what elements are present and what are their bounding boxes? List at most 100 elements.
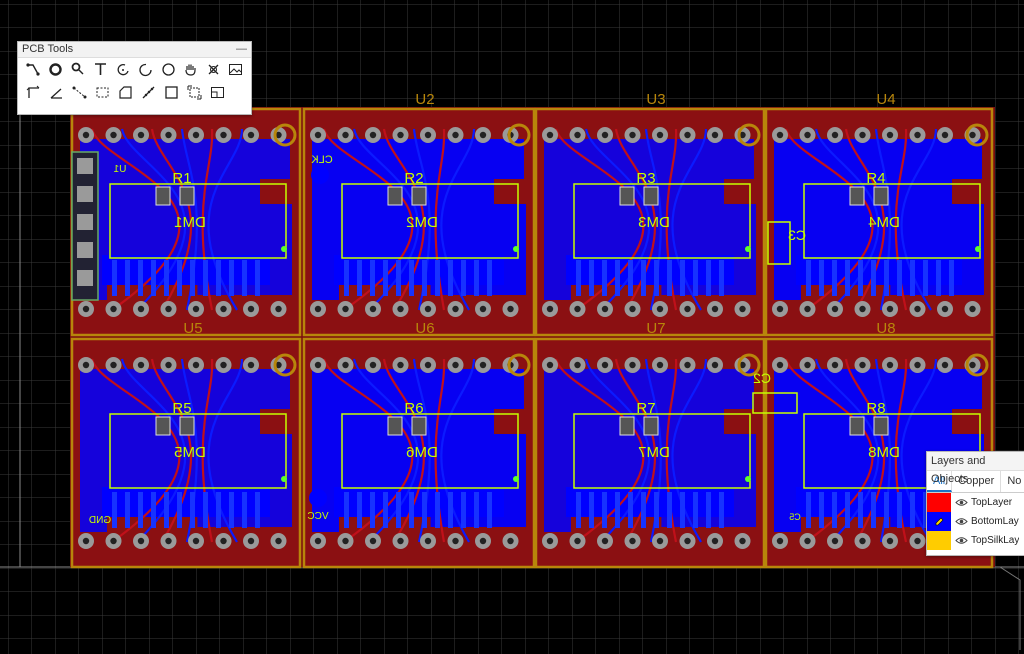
- rect-select-tool-button[interactable]: [91, 82, 114, 103]
- silk-outline: [573, 413, 751, 489]
- resistor-label: R5: [172, 400, 191, 417]
- silk-outline: [341, 413, 519, 489]
- layer-row-bottomlay[interactable]: BottomLay: [927, 512, 1024, 531]
- image-icon: [229, 64, 243, 75]
- silk-label: CLK: [311, 154, 333, 166]
- measure-icon: [142, 86, 155, 99]
- polygon-icon: [119, 86, 132, 99]
- silk-outline: [109, 413, 287, 489]
- layout-icon: [211, 87, 224, 98]
- measure-tool-button[interactable]: [137, 82, 160, 103]
- module-label: DM2: [406, 214, 438, 231]
- pcb-board: R1DM1R2DM2R3DM3R4DM4R5DM5R6DM6R7DM7R8DM8…: [70, 91, 995, 569]
- eye-icon[interactable]: [951, 536, 971, 545]
- module-label: DM3: [638, 214, 670, 231]
- dimension-tool-button[interactable]: [22, 82, 45, 103]
- layer-name: TopLayer: [971, 497, 1013, 508]
- module-label: DM8: [868, 444, 900, 461]
- module-label: DM1: [174, 214, 206, 231]
- module-label: DM6: [406, 444, 438, 461]
- module-outline: [302, 337, 536, 569]
- silk-label: C3: [788, 227, 806, 243]
- crosshair-icon: [208, 64, 219, 75]
- layer-color-swatch[interactable]: [927, 493, 951, 512]
- layer-row-topsilklay[interactable]: TopSilkLay: [927, 531, 1024, 550]
- pad-tool-tool-button[interactable]: [45, 59, 68, 80]
- unit-label: U5: [183, 320, 202, 337]
- rectangle-icon: [165, 86, 178, 99]
- module-outline: [764, 107, 994, 337]
- dimension-icon: [26, 85, 40, 98]
- unit-label: U7: [646, 320, 665, 337]
- text-tool-icon: [95, 63, 107, 75]
- resistor-label: R3: [636, 170, 655, 187]
- unit-label: U4: [876, 91, 895, 108]
- angle-tool-button[interactable]: [45, 82, 68, 103]
- canvas-origin-icon: [187, 85, 202, 100]
- tool-row: [18, 81, 251, 104]
- eye-icon[interactable]: [951, 517, 971, 526]
- via-tool-tool-button[interactable]: [67, 59, 90, 80]
- angle-icon: [50, 88, 62, 99]
- silk-label: GND: [89, 515, 111, 526]
- silk-label: C5: [789, 512, 801, 522]
- text-tool-tool-button[interactable]: [90, 59, 113, 80]
- rectangle-tool-button[interactable]: [160, 82, 183, 103]
- tab-copper[interactable]: Copper: [952, 471, 1002, 492]
- layer-color-swatch[interactable]: [927, 531, 951, 550]
- unit-label: U6: [415, 320, 434, 337]
- resistor-label: R8: [866, 400, 885, 417]
- tool-row: [18, 58, 251, 81]
- connect-tool-button[interactable]: [68, 82, 91, 103]
- via-tool-icon: [71, 62, 84, 75]
- layer-name: BottomLay: [971, 516, 1019, 527]
- track-tool-tool-button[interactable]: [22, 59, 45, 80]
- layer-tabs: AllCopperNo: [927, 471, 1024, 493]
- resistor-label: R4: [866, 170, 885, 187]
- silk-label: U1: [113, 164, 126, 175]
- tab-no[interactable]: No: [1001, 471, 1024, 492]
- minimize-button[interactable]: —: [236, 43, 247, 55]
- silk-label: VCC: [307, 511, 328, 522]
- layer-row-toplayer[interactable]: TopLayer: [927, 493, 1024, 512]
- connect-icon: [72, 86, 87, 99]
- silk-outline: [803, 183, 981, 259]
- rect-select-icon: [96, 87, 109, 98]
- resistor-label: R1: [172, 170, 191, 187]
- resistor-label: R2: [404, 170, 423, 187]
- polygon-tool-button[interactable]: [114, 82, 137, 103]
- arc-center-icon: [117, 64, 129, 76]
- silk-outline: [109, 183, 287, 259]
- canvas-origin-tool-button[interactable]: [183, 82, 206, 103]
- resistor-label: R6: [404, 400, 423, 417]
- layout-tool-button[interactable]: [206, 82, 229, 103]
- module-label: DM7: [638, 444, 670, 461]
- layer-name: TopSilkLay: [971, 535, 1020, 546]
- arc-icon: [139, 63, 152, 77]
- module-outline: [534, 107, 766, 337]
- circle-icon: [162, 63, 175, 76]
- pad-tool-icon: [49, 63, 62, 76]
- circle-tool-button[interactable]: [157, 59, 180, 80]
- pan-hand-tool-button[interactable]: [180, 59, 203, 80]
- tab-all[interactable]: All: [927, 471, 953, 492]
- module-label: DM4: [868, 214, 900, 231]
- layer-color-swatch[interactable]: [927, 512, 951, 531]
- image-tool-button[interactable]: [225, 59, 248, 80]
- crosshair-tool-button[interactable]: [202, 59, 225, 80]
- layers-objects-panel: Layers and Objects AllCopperNo TopLayerB…: [926, 451, 1024, 556]
- pencil-icon: [935, 517, 943, 526]
- arc-center-tool-button[interactable]: [112, 59, 135, 80]
- eye-icon[interactable]: [951, 498, 971, 507]
- arc-tool-button[interactable]: [135, 59, 158, 80]
